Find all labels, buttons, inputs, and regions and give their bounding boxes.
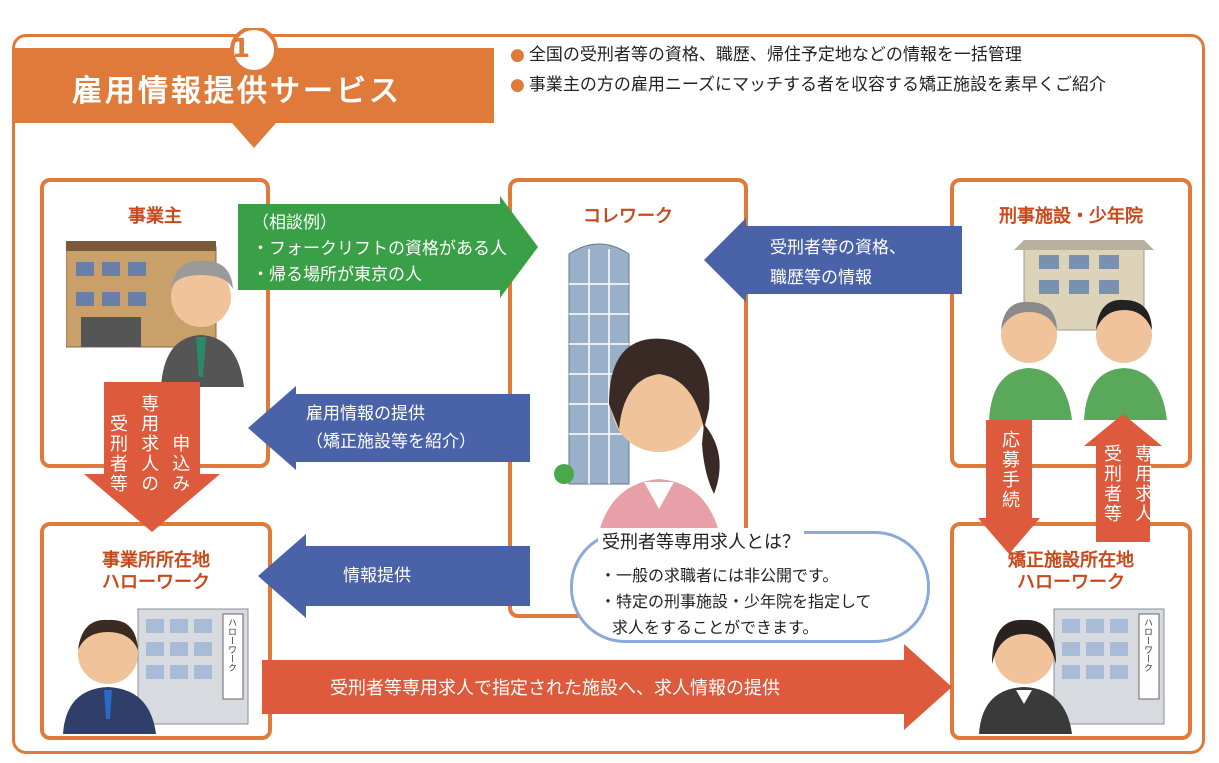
bottom-arrow-text: 受刑者等専用求人で指定された施設へ、求人情報の提供 [330, 678, 780, 699]
info-provide-arrow-text: 情報提供 [343, 566, 411, 586]
inmate-info-arrow-text: 受刑者等の資格、 職歴等の情報 [770, 238, 906, 288]
inmate-info-arrow [704, 218, 962, 302]
bottom-arrow [262, 644, 952, 730]
facility-box: 刑事施設・少年院 [950, 178, 1192, 468]
hellowork-sign: ハローワーク [1142, 618, 1152, 672]
employment-info-arrow [248, 386, 530, 470]
exclusive-job-arrow [1084, 414, 1162, 542]
page-title: 雇用情報提供サービス [72, 74, 402, 109]
employer-title: 事業主 [128, 206, 182, 227]
hellowork-facility-illustration [979, 608, 1165, 734]
hellowork-employer-box: 事業所所在地 ハローワーク ハローワーク [40, 522, 272, 740]
apply-arrow [84, 382, 220, 532]
hellowork-employer-title: 事業所所在地 ハローワーク [102, 550, 210, 593]
outer-frame [12, 34, 1205, 754]
employment-info-arrow-text: 雇用情報の提供 （矯正施設等を紹介） [306, 404, 476, 452]
facility-illustration [989, 240, 1167, 420]
header-banner [14, 28, 494, 148]
exclusive-job-arrow-text: 受刑者等 専用求人 [1101, 444, 1154, 524]
corrework-title: コレワーク [583, 206, 673, 227]
callout-title: 受刑者等専用求人とは？ [598, 528, 804, 554]
employer-illustration [66, 241, 244, 387]
bullet-item: ●全国の受刑者等の資格、職歴、帰住予定地などの情報を一括管理 [510, 45, 1022, 65]
header-number: 1 [232, 34, 251, 64]
info-provide-arrow [258, 534, 530, 618]
hellowork-sign: ハローワーク [226, 618, 236, 672]
facility-title: 刑事施設・少年院 [999, 206, 1143, 227]
apply-arrow-text: 受刑者等 専用求人の 申込み [107, 394, 191, 494]
callout-line-1: ・一般の求職者には非公開です。 [600, 566, 839, 585]
bullet-list: ●全国の受刑者等の資格、職歴、帰住予定地などの情報を一括管理 ●事業主の方の雇用… [510, 40, 1106, 100]
hellowork-facility-box: 矯正施設所在地 ハローワーク ハローワーク [950, 522, 1192, 740]
hellowork-employer-illustration [63, 608, 249, 734]
apply-procedure-text: 応募手続 [999, 430, 1020, 510]
consult-arrow [238, 196, 538, 298]
callout-line-2: ・特定の刑事施設・少年院を指定して [600, 592, 872, 611]
apply-procedure-arrow [978, 420, 1040, 554]
employer-box: 事業主 [40, 178, 270, 468]
callout-line-3: 求人をすることができます。 [612, 618, 819, 637]
hellowork-facility-title: 矯正施設所在地 ハローワーク [1008, 550, 1134, 593]
consult-arrow-text: （相談例） ・フォークリフトの資格がある人 ・帰る場所が東京の人 [252, 213, 507, 285]
bullet-item: ●事業主の方の雇用ニーズにマッチする者を収容する矯正施設を素早くご紹介 [510, 75, 1106, 95]
